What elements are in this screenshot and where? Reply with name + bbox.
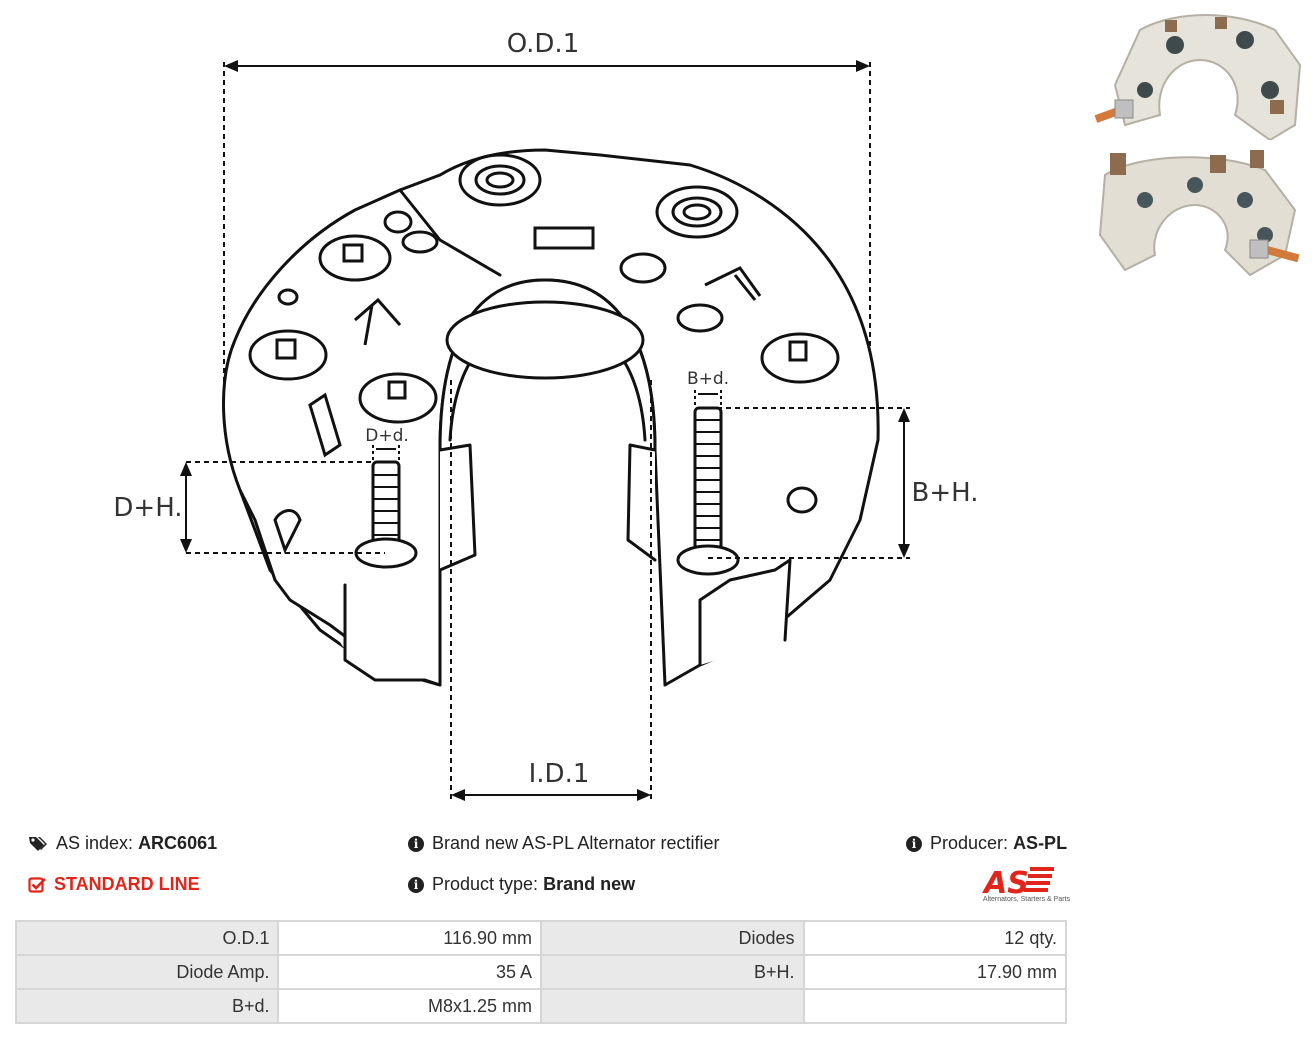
as-index-value: ARC6061 bbox=[138, 833, 218, 853]
table-row: O.D.1 116.90 mm Diodes 12 qty. bbox=[14, 920, 1067, 956]
spec-value bbox=[802, 988, 1067, 1024]
dimension-lines bbox=[185, 62, 910, 800]
info-icon: i bbox=[906, 835, 922, 852]
spec-value: 17.90 mm bbox=[802, 954, 1067, 990]
spec-value: 116.90 mm bbox=[277, 920, 542, 956]
table-row: Diode Amp. 35 A B+H. 17.90 mm bbox=[14, 954, 1067, 990]
as-index: AS index: ARC6061 bbox=[28, 833, 217, 854]
product-photo-top[interactable] bbox=[1085, 5, 1307, 140]
logo-text: AS bbox=[982, 866, 1029, 901]
dd-label: D+d. bbox=[365, 426, 409, 446]
product-type: i Product type: Brand new bbox=[408, 874, 635, 895]
dimension-arrows bbox=[180, 60, 910, 801]
as-index-label: AS index: bbox=[56, 833, 134, 853]
spec-key: Diode Amp. bbox=[14, 954, 280, 990]
product-photo-bottom[interactable] bbox=[1085, 145, 1307, 280]
checkbox-icon bbox=[28, 876, 46, 893]
table-row: B+d. M8x1.25 mm bbox=[14, 988, 1067, 1024]
id-label: I.D.1 bbox=[529, 759, 590, 789]
logo-tagline: Alternators, Starters & Parts bbox=[982, 896, 1070, 903]
spec-value: 12 qty. bbox=[802, 920, 1067, 956]
bd-label: B+d. bbox=[687, 369, 729, 389]
spec-key: O.D.1 bbox=[14, 920, 280, 956]
spec-value: 35 A bbox=[277, 954, 542, 990]
info-icon: i bbox=[408, 876, 424, 893]
stud-threads bbox=[373, 419, 721, 541]
rectifier-outline bbox=[222, 148, 880, 687]
standard-line-label: STANDARD LINE bbox=[54, 874, 200, 894]
product-type-label: Product type: bbox=[432, 874, 539, 894]
dh-label: D+H. bbox=[113, 493, 182, 523]
producer-label: Producer: bbox=[930, 833, 1009, 853]
spec-key bbox=[540, 988, 805, 1024]
bh-label: B+H. bbox=[912, 478, 979, 508]
description-text: Brand new AS-PL Alternator rectifier bbox=[432, 833, 720, 853]
product-type-value: Brand new bbox=[543, 874, 636, 894]
description: i Brand new AS-PL Alternator rectifier bbox=[408, 833, 719, 854]
spec-value: M8x1.25 mm bbox=[277, 988, 542, 1024]
spec-key: Diodes bbox=[540, 920, 805, 956]
as-pl-logo: AS bbox=[982, 866, 1054, 901]
producer-value: AS-PL bbox=[1013, 833, 1068, 853]
info-icon: i bbox=[408, 835, 424, 852]
spec-table: O.D.1 116.90 mm Diodes 12 qty. Diode Amp… bbox=[14, 920, 1067, 1024]
spec-key: B+d. bbox=[14, 988, 280, 1024]
mounting-features bbox=[248, 153, 840, 554]
od-label: O.D.1 bbox=[507, 29, 580, 59]
rectifier-technical-drawing: O.D.1 I.D.1 D+H. B+H. D+d. B+d. bbox=[113, 29, 979, 801]
spec-key: B+H. bbox=[540, 954, 805, 990]
tags-icon bbox=[29, 836, 47, 851]
threaded-studs bbox=[354, 406, 740, 576]
producer: i Producer: AS-PL bbox=[906, 833, 1067, 854]
standard-line: STANDARD LINE bbox=[28, 874, 200, 895]
